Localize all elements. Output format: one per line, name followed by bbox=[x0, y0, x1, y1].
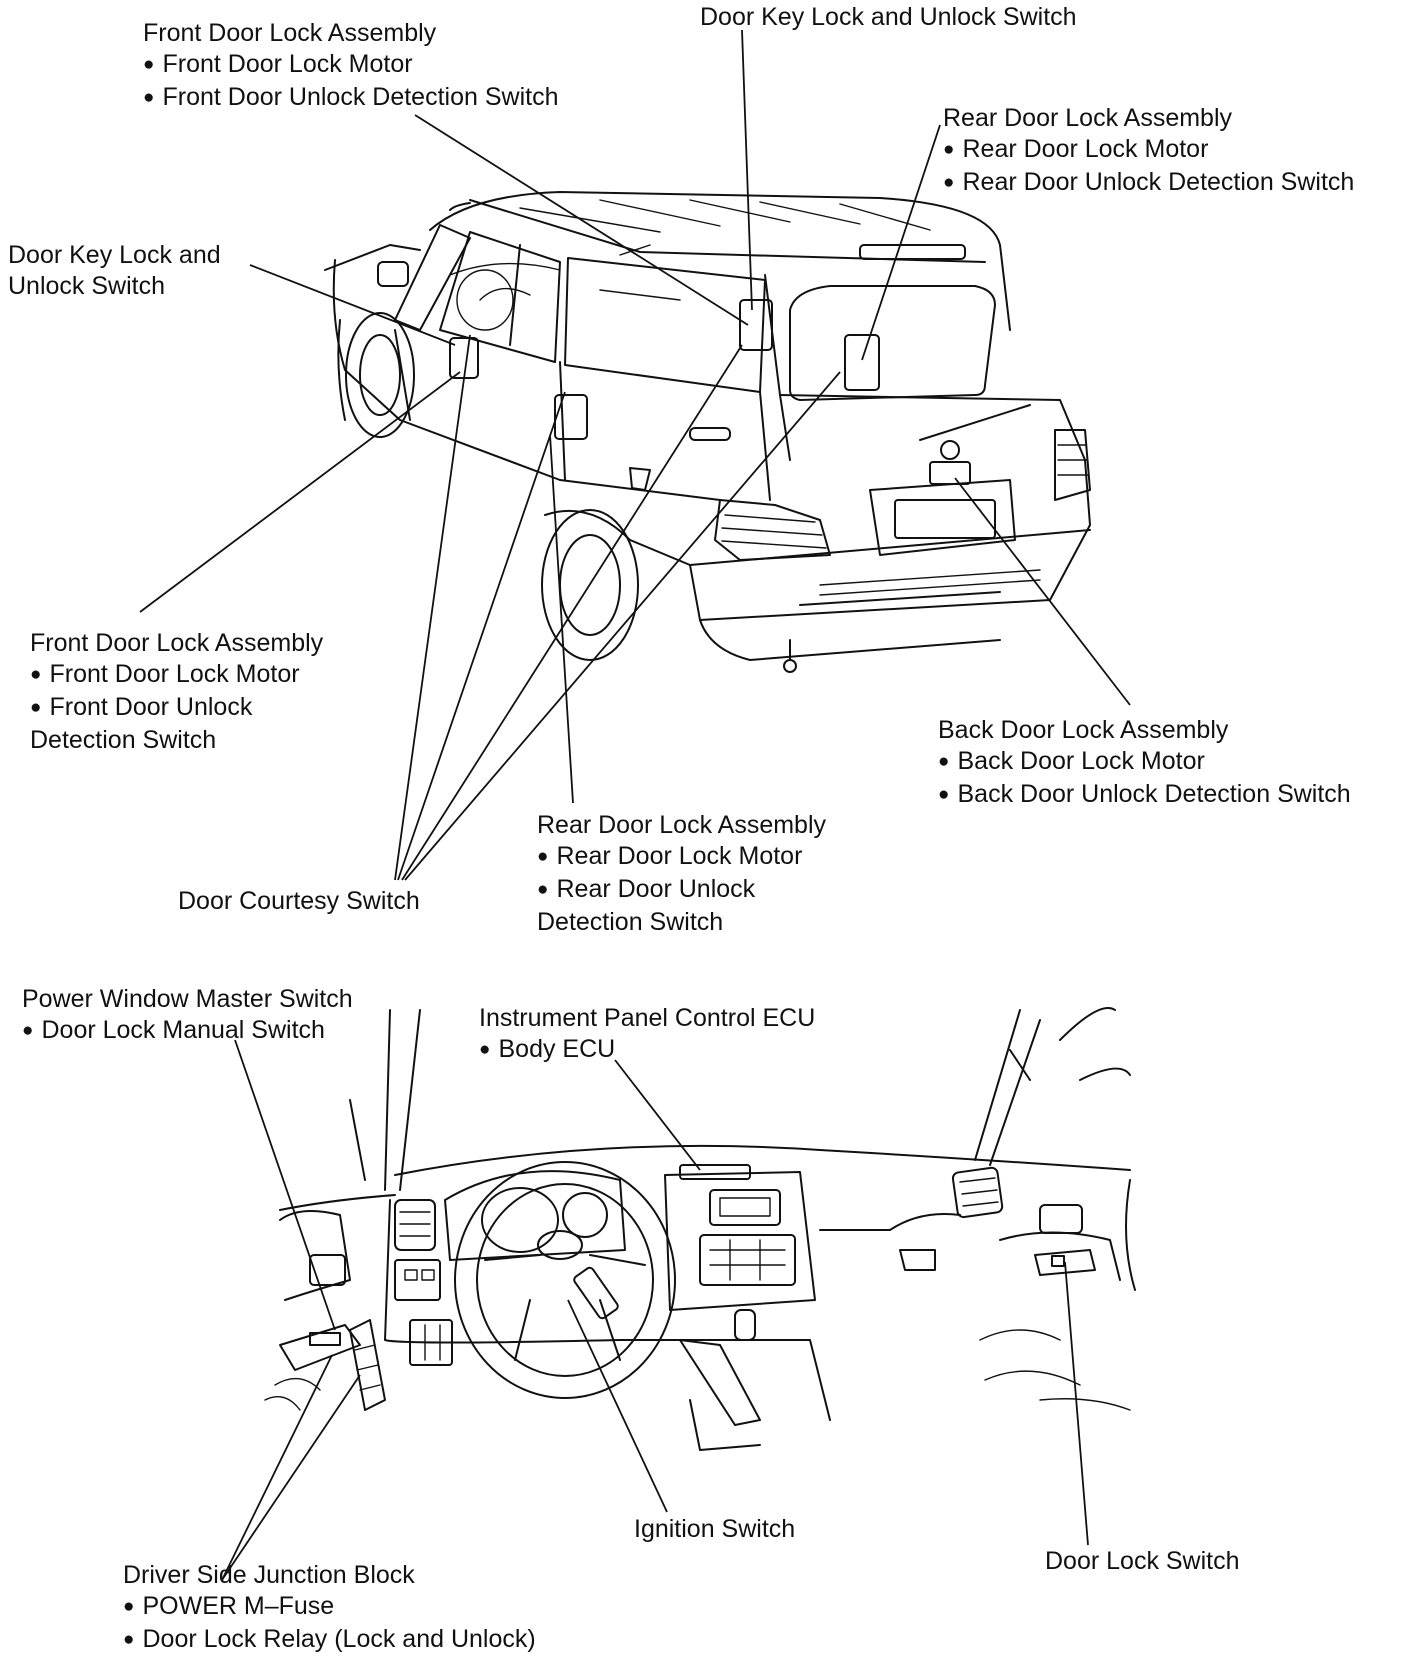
label-rear-door-lock-assembly-mid: Rear Door Lock Assembly Rear Door Lock M… bbox=[537, 810, 826, 938]
label-front-door-lock-assembly-mid: Front Door Lock Assembly Front Door Lock… bbox=[30, 628, 323, 756]
label-title: Power Window Master Switch bbox=[22, 985, 353, 1013]
label-door-lock-switch: Door Lock Switch bbox=[1045, 1546, 1240, 1577]
label-bullet: Rear Door Unlock bbox=[537, 874, 826, 907]
label-continuation: Detection Switch bbox=[30, 726, 217, 754]
label-bullet: POWER M–Fuse bbox=[123, 1591, 536, 1624]
label-door-key-lock-switch-top: Door Key Lock and Unlock Switch bbox=[700, 2, 1077, 33]
label-driver-side-junction-block: Driver Side Junction Block POWER M–Fuse … bbox=[123, 1560, 536, 1657]
label-title: Door Key Lock and Unlock Switch bbox=[700, 3, 1077, 31]
label-bullet: Front Door Lock Motor bbox=[30, 659, 323, 692]
label-bullet: Back Door Unlock Detection Switch bbox=[938, 779, 1350, 812]
label-front-door-lock-assembly-top: Front Door Lock Assembly Front Door Lock… bbox=[143, 18, 558, 115]
label-title: Front Door Lock Assembly bbox=[143, 19, 437, 47]
label-bullet: Back Door Lock Motor bbox=[938, 746, 1351, 779]
label-ignition-switch: Ignition Switch bbox=[634, 1514, 795, 1545]
label-continuation: Detection Switch bbox=[537, 908, 724, 936]
label-power-window-master-switch: Power Window Master Switch Door Lock Man… bbox=[22, 984, 353, 1048]
label-bullet: Door Lock Relay (Lock and Unlock) bbox=[123, 1624, 535, 1657]
vehicle-illustration bbox=[324, 191, 1091, 673]
label-title: Door Courtesy Switch bbox=[178, 887, 420, 915]
label-title: Rear Door Lock Assembly bbox=[943, 104, 1233, 132]
label-bullet: Rear Door Lock Motor bbox=[537, 841, 826, 874]
label-bullet: Front Door Lock Motor bbox=[143, 49, 558, 82]
label-title: Driver Side Junction Block bbox=[123, 1561, 415, 1589]
label-bullet: Rear Door Unlock Detection Switch bbox=[943, 167, 1354, 200]
label-bullet: Body ECU bbox=[479, 1034, 815, 1067]
label-back-door-lock-assembly: Back Door Lock Assembly Back Door Lock M… bbox=[938, 715, 1351, 812]
dashboard-illustration bbox=[264, 1007, 1136, 1451]
label-title: Back Door Lock Assembly bbox=[938, 716, 1229, 744]
label-title: Instrument Panel Control ECU bbox=[479, 1004, 816, 1032]
label-door-key-lock-switch-left: Door Key Lock and Unlock Switch bbox=[8, 240, 221, 302]
leader-lines bbox=[139, 29, 1131, 1581]
label-bullet: Front Door Unlock Detection Switch bbox=[143, 82, 558, 115]
label-bullet: Front Door Unlock bbox=[30, 692, 323, 725]
label-rear-door-lock-assembly-top: Rear Door Lock Assembly Rear Door Lock M… bbox=[943, 103, 1354, 200]
label-instrument-panel-control-ecu: Instrument Panel Control ECU Body ECU bbox=[479, 1003, 815, 1067]
label-line: Door Key Lock and bbox=[8, 241, 221, 269]
label-title: Door Lock Switch bbox=[1045, 1547, 1240, 1575]
label-bullet: Door Lock Manual Switch bbox=[22, 1015, 353, 1048]
label-title: Ignition Switch bbox=[634, 1515, 796, 1543]
label-bullet: Rear Door Lock Motor bbox=[943, 134, 1354, 167]
label-door-courtesy-switch: Door Courtesy Switch bbox=[178, 886, 420, 917]
label-title: Rear Door Lock Assembly bbox=[537, 811, 827, 839]
label-title: Front Door Lock Assembly bbox=[30, 629, 324, 657]
label-line: Unlock Switch bbox=[8, 272, 165, 300]
